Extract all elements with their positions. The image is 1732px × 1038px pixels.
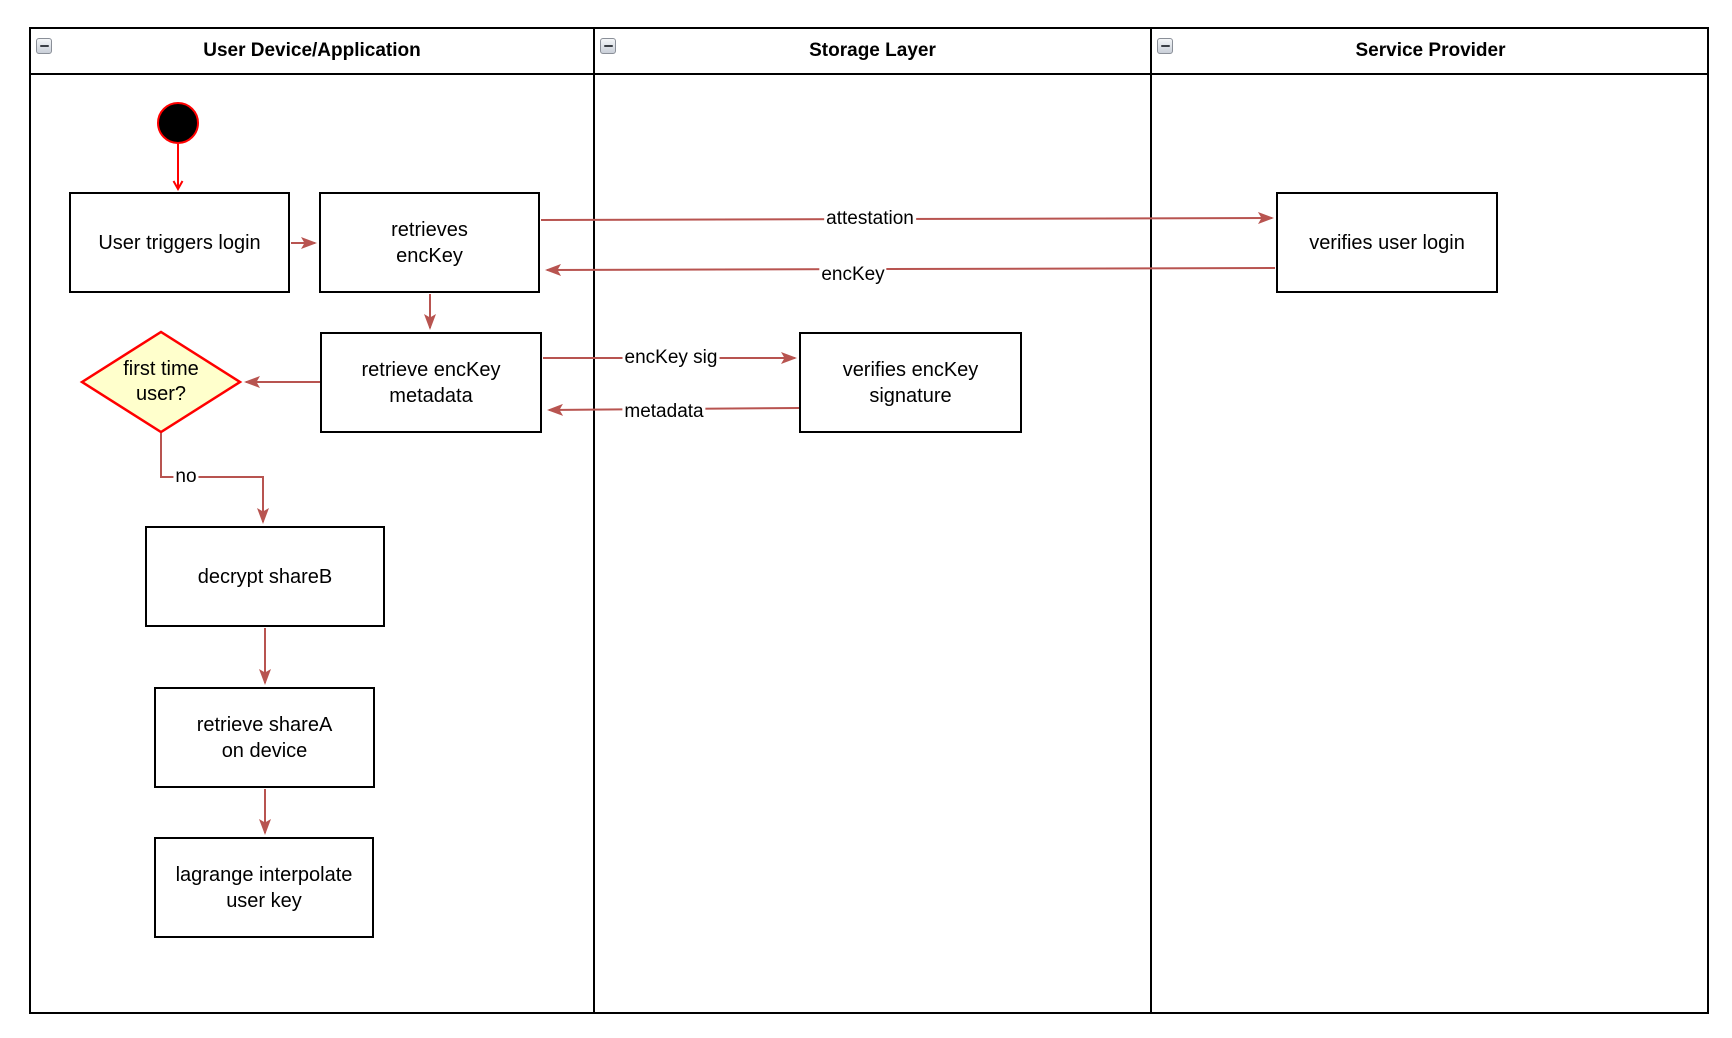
node-label: retrieves encKey [391,218,468,267]
lane-divider-2 [1150,29,1152,1012]
node-label: decrypt shareB [197,565,333,588]
lane-divider-1 [593,29,595,1012]
node-verifies-enckey-signature[interactable]: verifies encKey signature [799,332,1022,433]
edge-label-enckey: encKey [819,264,887,286]
node-label: verifies user login [1309,231,1465,254]
edge-label-attestation: attestation [824,208,916,230]
node-label: retrieve shareA on device [196,713,333,762]
node-retrieve-enckey-metadata[interactable]: retrieve encKey metadata [320,332,542,433]
edge-label-metadata: metadata [622,401,706,423]
node-label: User triggers login [98,231,261,254]
node-label: verifies encKey signature [842,358,979,407]
node-retrieve-sharea-on-device[interactable]: retrieve shareA on device [154,687,375,788]
collapse-lane-button[interactable] [1157,38,1173,54]
node-retrieves-enckey[interactable]: retrieves encKey [319,192,540,293]
minus-icon [39,44,49,48]
minus-icon [1160,44,1170,48]
lane-header-user-device: User Device/Application [31,29,593,73]
collapse-lane-button[interactable] [36,38,52,54]
node-label: lagrange interpolate user key [175,863,353,912]
edge-label-no: no [173,466,199,488]
initial-state-node[interactable] [157,102,199,144]
minus-icon [603,44,613,48]
lane-title: Service Provider [1355,40,1506,61]
node-label: retrieve encKey metadata [361,358,501,407]
collapse-lane-button[interactable] [600,38,616,54]
node-user-triggers-login[interactable]: User triggers login [69,192,290,293]
node-verifies-user-login[interactable]: verifies user login [1276,192,1498,293]
decision-label-first-time-user: first time user? [123,358,199,405]
lane-header-storage-layer: Storage Layer [595,29,1150,73]
node-decrypt-shareb[interactable]: decrypt shareB [145,526,385,627]
node-lagrange-interpolate-user-key[interactable]: lagrange interpolate user key [154,837,374,938]
lane-header-separator [31,73,1707,75]
edge-label-enckey-sig: encKey sig [622,347,720,369]
lane-title: User Device/Application [203,40,421,61]
lane-header-service-provider: Service Provider [1152,29,1709,73]
lane-title: Storage Layer [809,40,936,61]
